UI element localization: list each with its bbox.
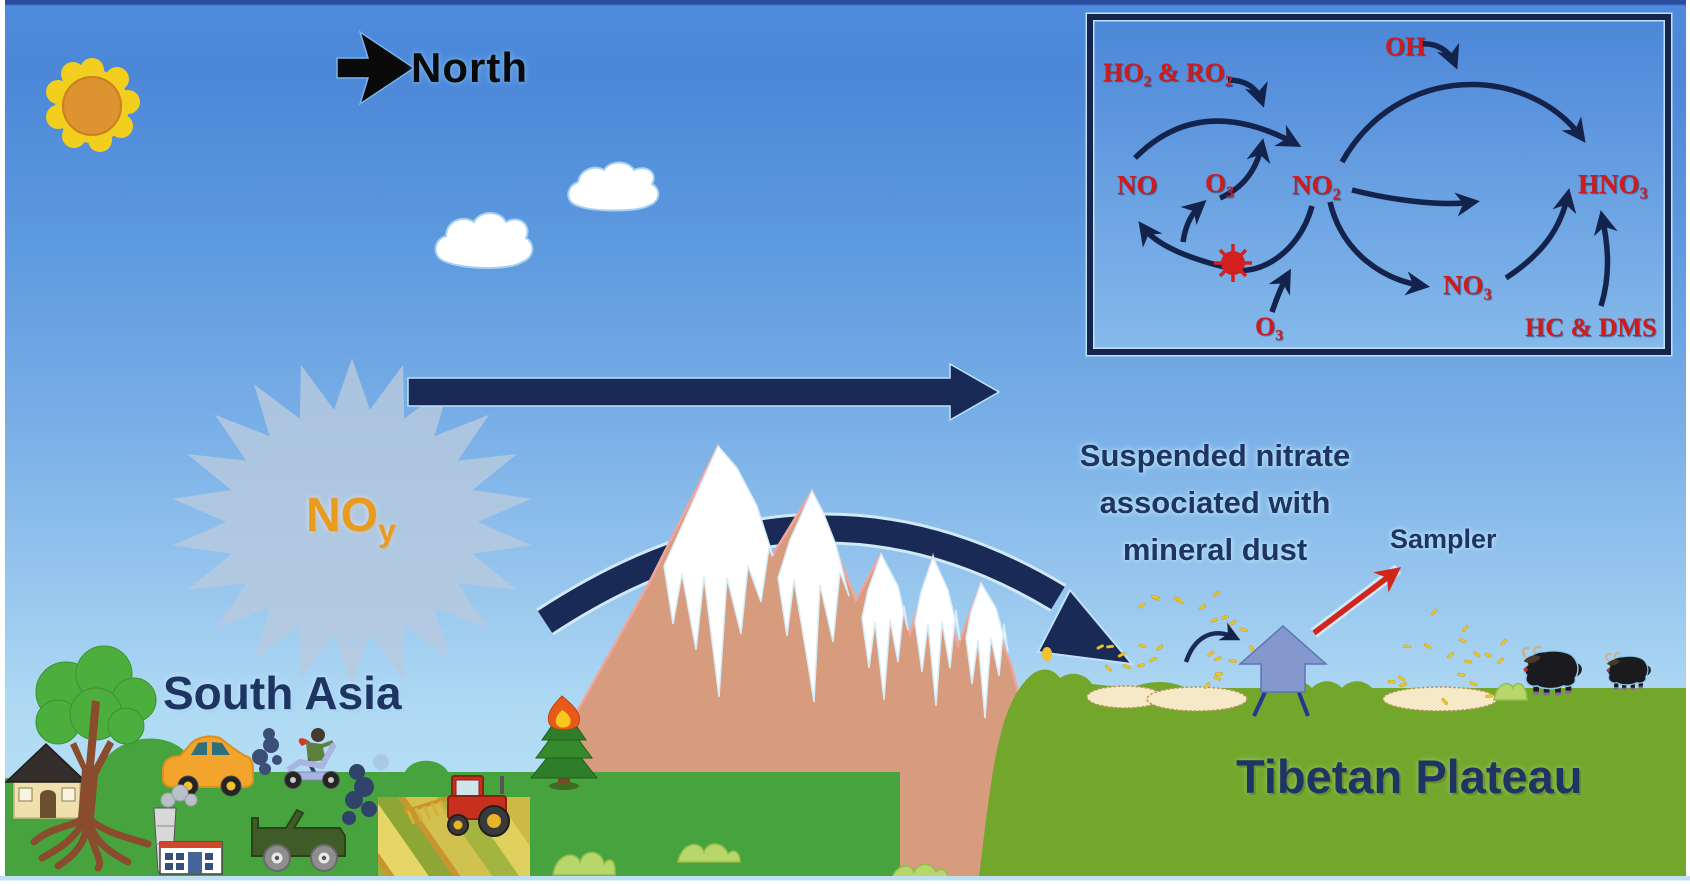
factory-icon — [153, 784, 223, 875]
suspended-nitrate-caption: Suspended nitrate associated with minera… — [1080, 432, 1350, 573]
scooter-icon — [284, 728, 340, 789]
south-asia-label: South Asia — [163, 667, 402, 719]
house-icon — [4, 742, 88, 819]
yak-icon — [1605, 652, 1652, 691]
chem-o3-upper-label: O₃ — [1205, 168, 1235, 198]
tractor-icon — [403, 775, 510, 837]
top-band — [0, 0, 1690, 4]
caption-line: mineral dust — [1122, 532, 1308, 567]
yellow-dust-spot — [1042, 647, 1052, 661]
exhaust-smoke-icon — [342, 764, 377, 825]
chem-oh-label: OH — [1385, 32, 1426, 61]
pollution-starburst — [172, 358, 532, 686]
north-label: North — [411, 44, 528, 91]
factory-smoke-icon — [160, 784, 198, 808]
chem-no-label: NO — [1117, 170, 1158, 200]
reaction-box — [1085, 12, 1673, 357]
burning-tree-icon — [529, 695, 599, 790]
caption-line: Suspended nitrate — [1079, 438, 1351, 473]
tibetan-plateau-ground — [978, 669, 1690, 886]
sampler-pointer-arrow — [1310, 564, 1402, 638]
chem-hno3-label: HNO₃ — [1578, 169, 1648, 199]
jeep-icon — [251, 754, 389, 872]
tree-icon — [30, 645, 157, 872]
deposition-arrow — [1183, 622, 1241, 663]
car-icon — [162, 728, 282, 797]
sampler-icon — [1238, 624, 1328, 717]
chem-no3-label: NO₃ — [1443, 270, 1492, 300]
transport-arrow — [407, 362, 1001, 422]
cropland-icon — [378, 775, 530, 886]
sun-icon — [46, 58, 140, 152]
snow-caps — [663, 444, 1009, 719]
dust-patch — [1086, 685, 1498, 712]
chem-no2-label: NO₂ — [1292, 170, 1341, 200]
chem-ho2-ro2-label: HO₂ & RO₂ — [1103, 58, 1233, 87]
sampler-label: Sampler — [1390, 524, 1497, 554]
tibetan-plateau-label: Tibetan Plateau — [1236, 750, 1583, 803]
photolysis-sun-icon — [1214, 244, 1252, 282]
exhaust-smoke-icon — [252, 728, 282, 775]
chem-hc-dms-label: HC & DMS — [1525, 313, 1657, 342]
reaction-arrows — [1133, 41, 1618, 313]
caption-line: associated with — [1099, 485, 1331, 520]
fire-icon — [547, 695, 581, 731]
north-arrow-icon — [336, 30, 416, 106]
plume-noy-label: NOy — [306, 488, 396, 550]
bottom-border — [0, 876, 1690, 886]
chem-o3-lower-label: O₃ — [1255, 312, 1284, 341]
noy-main-text: NO — [306, 489, 378, 542]
right-border — [1686, 0, 1690, 886]
noy-sub-text: y — [378, 512, 396, 549]
cloud-icon — [434, 161, 660, 269]
left-border — [0, 0, 5, 886]
